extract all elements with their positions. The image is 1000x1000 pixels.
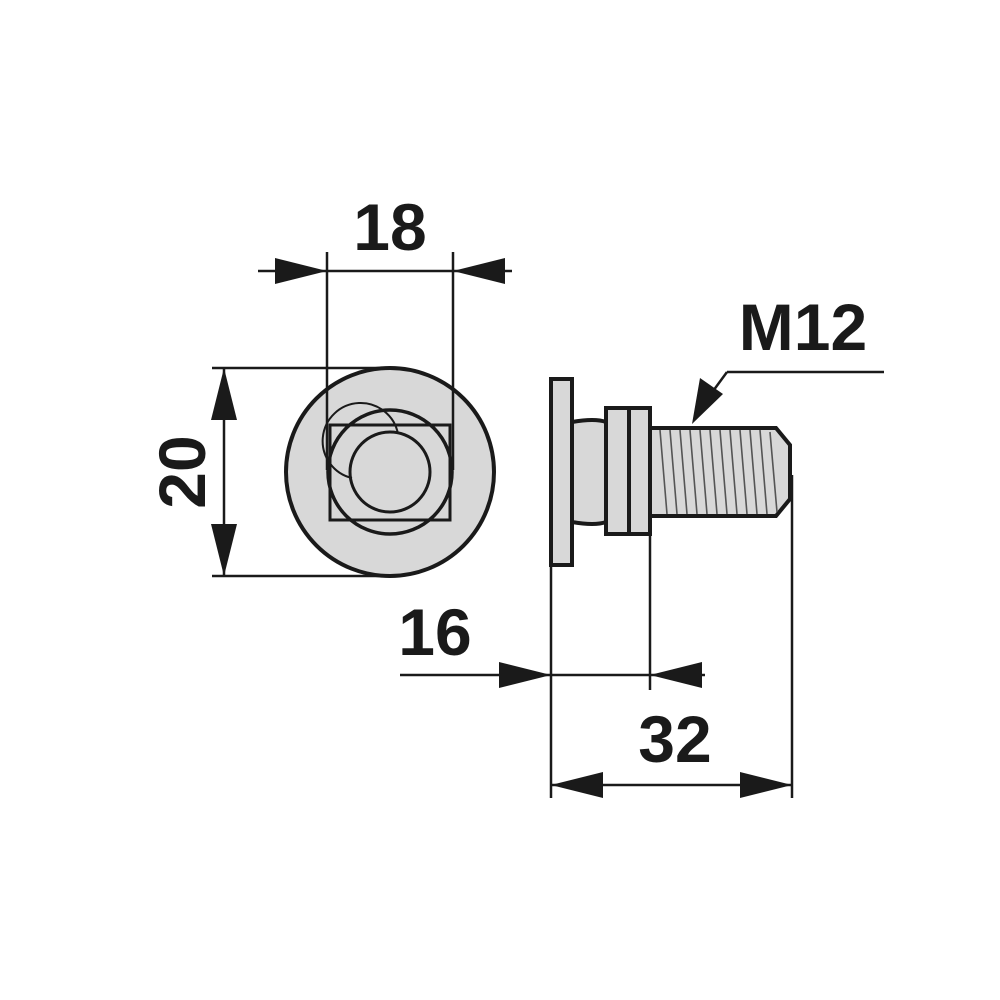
thread-label: M12 [739,290,867,364]
neck [570,418,608,526]
square-shoulder [328,423,452,522]
arrow-right-pointing [275,258,327,284]
shoulder-length-label: 16 [398,595,471,669]
arrow-up-pointing [211,368,237,420]
head-width-label: 18 [353,190,426,264]
shank-circle [348,430,432,514]
head-flange [549,377,574,567]
thread-arc [321,402,399,479]
arrow-left-pointing [650,662,702,688]
dimension-m12: M12 [692,290,884,424]
front-view [284,366,496,578]
dimension-16: 16 [398,534,705,798]
dimension-32: 32 [551,475,794,798]
dimension-20: 20 [145,366,390,578]
arrow-left-pointing [453,258,505,284]
head-diameter-label: 20 [145,435,219,508]
side-view [549,377,792,567]
head-inner-circle [326,408,454,536]
leader-arrow [692,378,723,424]
dimension-18: 18 [258,190,512,470]
thread-lines [659,429,778,515]
arrow-right-pointing [499,662,551,688]
arrow-left-pointing [551,772,603,798]
arrow-right-pointing [740,772,792,798]
arrow-down-pointing [211,524,237,576]
total-length-label: 32 [638,702,711,776]
